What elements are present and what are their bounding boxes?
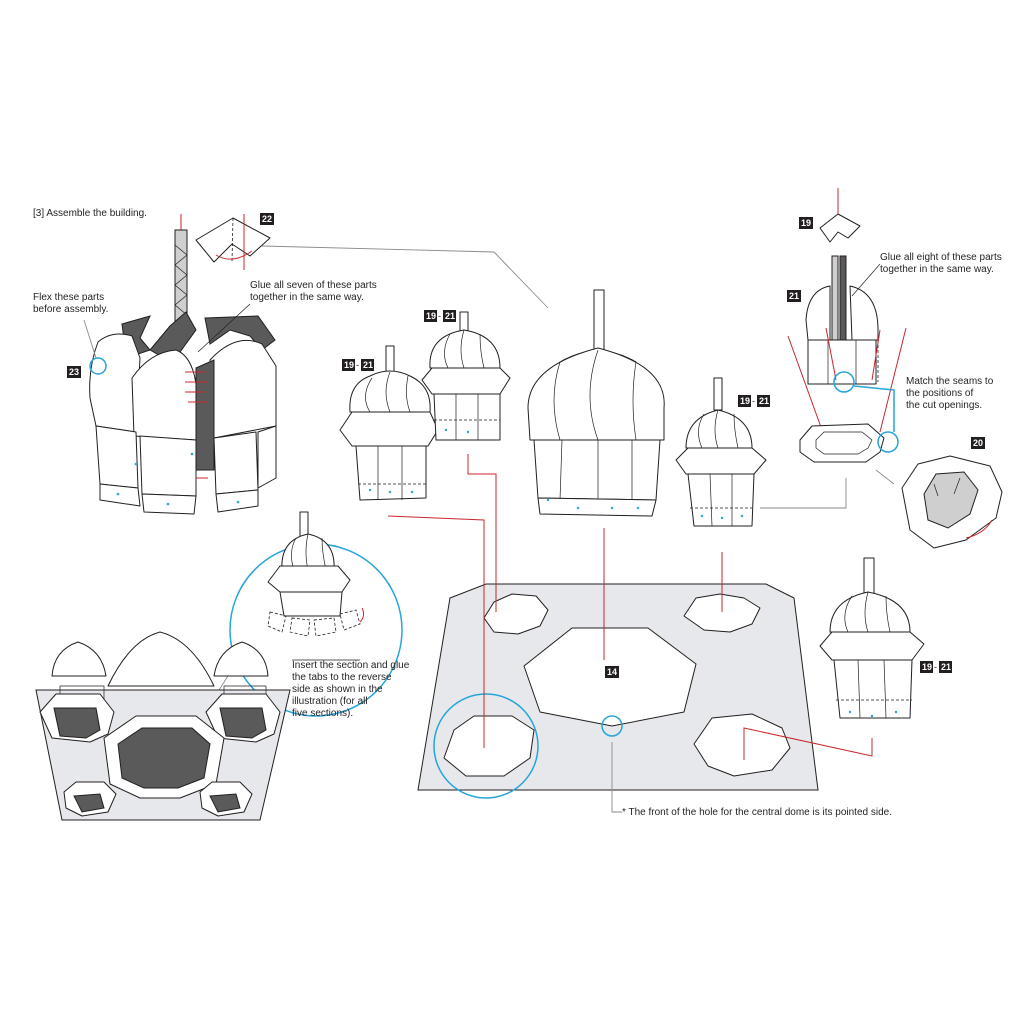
glue-seven-note-line2: together in the same way. bbox=[250, 292, 364, 303]
hole-top-right bbox=[683, 593, 761, 633]
svg-text:-: - bbox=[934, 662, 937, 672]
insert-note-line4: illustration (for all bbox=[292, 696, 368, 707]
svg-text:-: - bbox=[438, 311, 441, 321]
svg-text:19: 19 bbox=[740, 396, 750, 406]
svg-text:14: 14 bbox=[607, 667, 617, 677]
part-tag-range-a: 19 - 21 bbox=[342, 359, 374, 371]
drum-panel-right bbox=[213, 431, 259, 495]
match-note-line3: the cut openings. bbox=[906, 400, 982, 411]
front-note: * The front of the hole for the central … bbox=[622, 807, 892, 818]
hole-top-left bbox=[483, 593, 549, 635]
svg-text:22: 22 bbox=[262, 214, 272, 224]
svg-text:19: 19 bbox=[344, 360, 354, 370]
turret-right bbox=[675, 377, 767, 527]
dome-segment-right bbox=[209, 340, 277, 439]
svg-text:19: 19 bbox=[426, 311, 436, 321]
flex-note-line2: before assembly. bbox=[33, 304, 108, 315]
part-tag-range-b: 19 - 21 bbox=[424, 310, 456, 322]
drum-panel-left bbox=[95, 425, 139, 489]
flex-note-line1: Flex these parts bbox=[33, 292, 104, 303]
hole-bottom-right bbox=[693, 713, 791, 777]
svg-text:-: - bbox=[752, 396, 755, 406]
svg-text:20: 20 bbox=[973, 438, 983, 448]
base-plate bbox=[417, 583, 819, 813]
flex-callout-circle bbox=[89, 357, 107, 375]
hole-bottom-left bbox=[443, 715, 535, 777]
part-tag-20: 20 bbox=[971, 437, 985, 449]
turret-lower-right bbox=[819, 557, 925, 719]
glue-eight-note-line2: together in the same way. bbox=[880, 264, 994, 275]
svg-text:19: 19 bbox=[801, 218, 811, 228]
part-tag-21: 21 bbox=[787, 290, 801, 302]
svg-text:-: - bbox=[356, 360, 359, 370]
match-note-line1: Match the seams to bbox=[906, 376, 994, 387]
insert-note-line5: five sections). bbox=[292, 708, 353, 719]
turret-center-left bbox=[421, 311, 511, 441]
glue-seven-note-line1: Glue all seven of these parts bbox=[250, 280, 377, 291]
part-tag-range-c: 19 - 21 bbox=[738, 395, 770, 407]
part-tag-23: 23 bbox=[67, 366, 81, 378]
svg-text:21: 21 bbox=[941, 662, 951, 672]
insert-note-line2: the tabs to the reverse bbox=[292, 672, 392, 683]
dome-segment-front bbox=[131, 349, 197, 441]
drum-panel-front bbox=[139, 435, 197, 497]
insert-detail-inset bbox=[229, 511, 403, 717]
svg-text:21: 21 bbox=[759, 396, 769, 406]
part-tag-14: 14 bbox=[605, 666, 619, 678]
glue-eight-note-line1: Glue all eight of these parts bbox=[880, 252, 1002, 263]
central-dome-assembly bbox=[83, 214, 277, 515]
central-big-dome bbox=[527, 289, 665, 517]
part-tag-19: 19 bbox=[799, 217, 813, 229]
svg-text:23: 23 bbox=[69, 367, 79, 377]
step-title: [3] Assemble the building. bbox=[33, 208, 147, 219]
part-tag-22: 22 bbox=[260, 213, 274, 225]
right-mini-assembly bbox=[760, 188, 1003, 549]
svg-text:19: 19 bbox=[922, 662, 932, 672]
underside-view bbox=[35, 631, 291, 821]
svg-text:21: 21 bbox=[445, 311, 455, 321]
insert-note-line3: side as shown in the bbox=[292, 684, 383, 695]
turret-left bbox=[339, 345, 439, 501]
part-tag-range-d: 19 - 21 bbox=[920, 661, 952, 673]
svg-text:21: 21 bbox=[363, 360, 373, 370]
insert-note-line1: Insert the section and glue bbox=[292, 660, 410, 671]
svg-text:21: 21 bbox=[789, 291, 799, 301]
match-note-line2: the positions of bbox=[906, 388, 973, 399]
